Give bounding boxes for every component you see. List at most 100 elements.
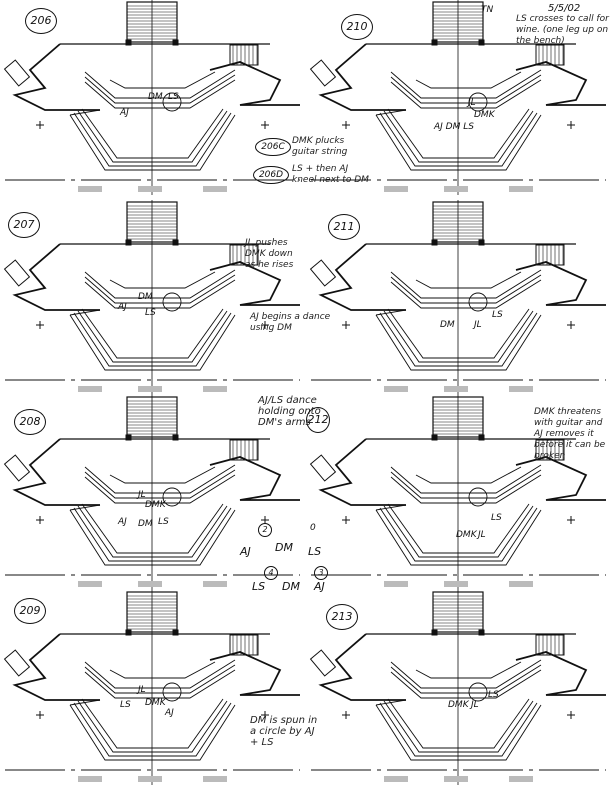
right-wing [209,651,300,696]
stage-plan [309,200,606,395]
title-block [138,776,162,782]
left-wing [318,438,406,506]
walkway-tier [84,469,236,499]
post-marker [478,39,485,46]
actor-label: DMK [474,110,495,120]
walkway-tier [84,669,236,699]
title-block [444,386,468,392]
actor-label: LS [308,545,322,558]
cue-badge: 206C [255,138,291,156]
dance-sequence-1: 2 0 AJ DM LS [240,523,330,563]
title-block [509,186,533,192]
left-stairs [3,649,31,677]
left-stairs [309,259,337,287]
title-block [203,386,227,392]
bowl-tier [383,700,534,753]
right-wing [209,456,300,501]
post-marker [431,629,438,636]
bowl-tier [81,503,224,554]
bowl-tier [73,312,232,367]
bowl-edge [375,109,407,116]
post-marker [125,239,132,246]
walkway-tier [390,474,542,504]
title-block [138,581,162,587]
walkway-tier [415,71,522,89]
title-block [384,581,408,587]
title-block [444,776,468,782]
left-stairs [3,259,31,287]
bowl-edge [375,504,407,511]
walkway-tier [84,79,236,109]
actor-label: AJ [240,545,251,558]
bowl-tier [81,108,224,159]
bowl-tier [375,114,542,171]
bowl-edge [69,699,101,706]
position-mark: 0 [310,523,316,533]
left-stairs [309,454,337,482]
bowl-tier [387,698,530,749]
walkway-tier [84,69,236,99]
actor-position-circle [468,92,488,112]
bowl-tier [69,114,236,171]
stage-plan [309,0,606,195]
actor-label: AJ [120,108,129,118]
title-block [384,186,408,192]
actor-label: DMK [456,530,477,540]
left-wing [318,43,406,111]
position-mark: 2 [258,523,272,537]
right-stairs [229,244,259,266]
left-stairs [309,59,337,87]
walkway-tier [84,474,236,504]
title-block [444,186,468,192]
walkway-tier [390,79,542,109]
panel-number: 209 [14,598,46,624]
walkway-tier [109,466,216,484]
actor-label: DM [138,519,153,529]
actor-position-circle [162,292,182,312]
bowl-tier [379,702,538,757]
post-marker [172,239,179,246]
bowl-tier [387,108,530,159]
actor-label: DM [282,580,300,593]
bowl-edge [375,699,407,706]
actor-label: LS [252,580,266,593]
bowl-tier [379,507,538,562]
bowl-tier [375,704,542,761]
actor-label: AJ DM LS [434,122,474,132]
title-block [444,581,468,587]
title-block [203,186,227,192]
bowl-edge [375,309,407,316]
post-marker [431,434,438,441]
walkway-tier [415,466,522,484]
actor-label: JL [138,685,146,695]
post-marker [125,39,132,46]
right-wing [209,61,300,106]
bowl-edge [69,309,101,316]
left-wing [12,243,100,311]
actor-label: JL [471,700,479,710]
post-marker [431,39,438,46]
cue-badge: 206D [253,166,289,184]
panel-number: 211 [328,214,360,240]
title-block [78,776,102,782]
actor-position-circle [468,682,488,702]
actor-label: LS [158,517,169,527]
walkway-tier [84,269,236,299]
panel-number: 213 [326,604,358,630]
walkway-tier [390,464,542,494]
bowl-tier [73,702,232,757]
panel-number: 212 [306,407,330,433]
actor-label: JL [468,98,476,108]
title-block [509,386,533,392]
stage-diagram-209: 209 JL DMK LS AJ DM is spun in a circle … [0,590,317,785]
stage-plan [3,0,300,195]
post-marker [478,434,485,441]
actor-label: LS [168,92,179,102]
title-block [384,386,408,392]
left-wing [12,633,100,701]
panel-number: 210 [341,14,373,40]
post-marker [478,629,485,636]
stage-diagram-208: 208 JL DMK AJ DM LS AJ/LS dance holding … [0,395,328,593]
actor-label: LS [492,310,503,320]
right-stairs [229,439,259,461]
